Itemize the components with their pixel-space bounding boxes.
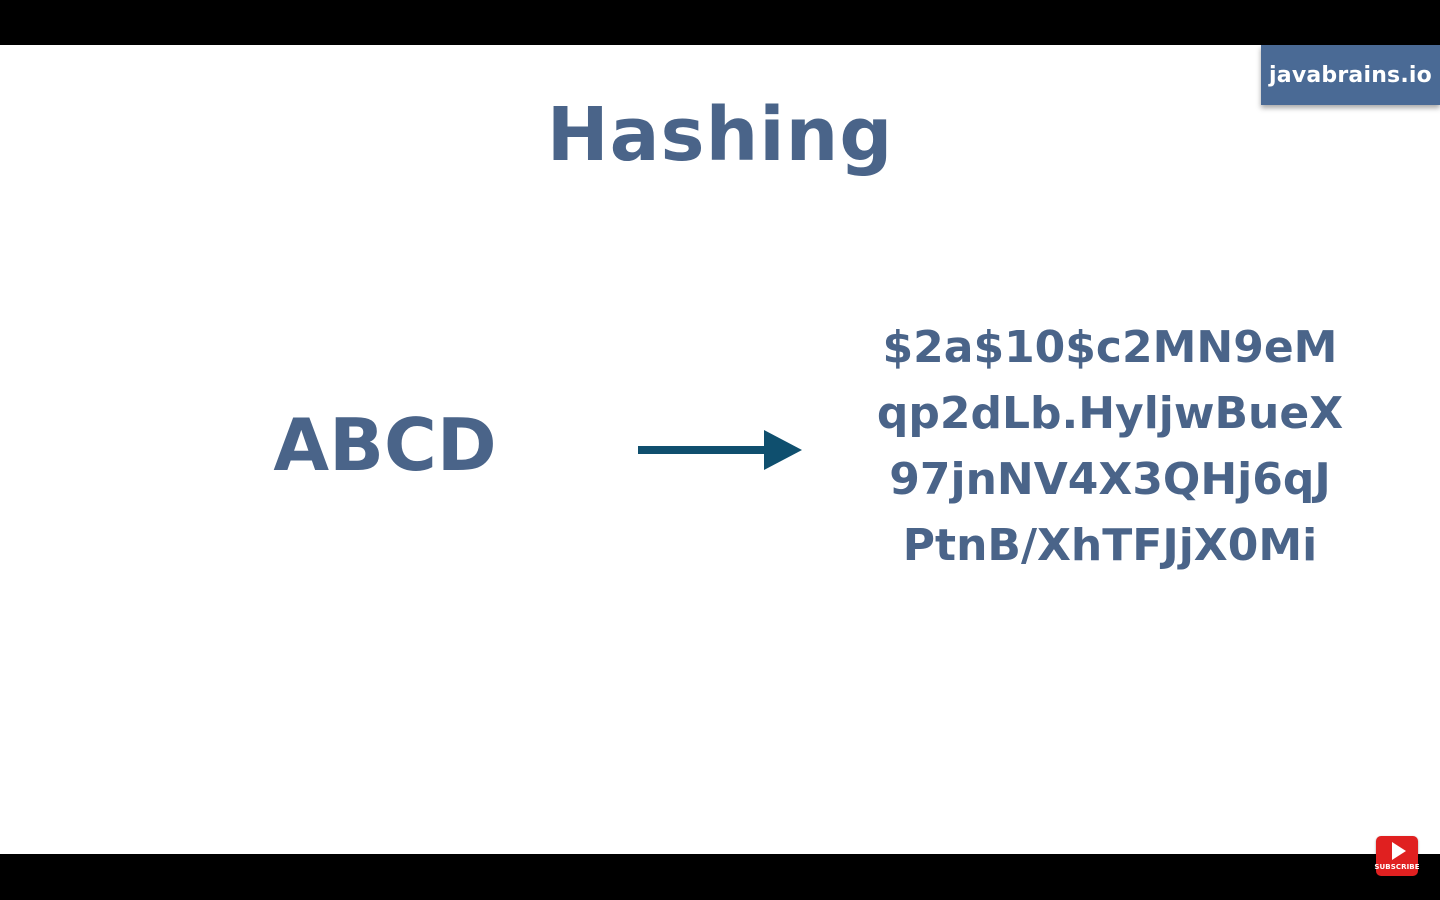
- hash-line: PtnB/XhTFJjX0Mi: [902, 520, 1318, 571]
- hash-output: $2a$10$c2MN9eM qp2dLb.HyljwBueX 97jnNV4X…: [860, 315, 1360, 579]
- slide: javabrains.io Hashing ABCD $2a$10$c2MN9e…: [0, 45, 1440, 854]
- slide-title: Hashing: [546, 92, 894, 178]
- subscribe-button[interactable]: SUBSCRIBE: [1374, 836, 1420, 876]
- brand-badge: javabrains.io: [1261, 45, 1440, 105]
- letterbox-bottom: [0, 854, 1440, 900]
- hash-line: qp2dLb.HyljwBueX: [876, 388, 1344, 439]
- play-icon: [1391, 842, 1406, 860]
- subscribe-label: SUBSCRIBE: [1374, 863, 1420, 871]
- right-arrow-icon: [638, 430, 802, 470]
- hash-line: $2a$10$c2MN9eM: [882, 322, 1338, 373]
- input-text: ABCD: [273, 403, 497, 487]
- hash-line: 97jnNV4X3QHj6qJ: [889, 454, 1331, 505]
- letterbox-top: [0, 0, 1440, 45]
